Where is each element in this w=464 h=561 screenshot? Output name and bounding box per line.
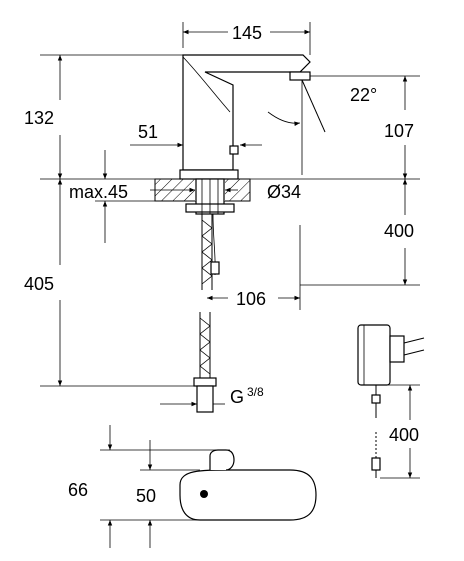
dim-hose-lower: 405: [24, 274, 54, 294]
dimension-lines: [40, 22, 420, 407]
dimension-labels: 145 132 22° 107 51 max.45 Ø34 400 405 10…: [24, 23, 414, 407]
dim-connection-fraction: 3/8: [247, 385, 264, 399]
hose-nut: [193, 377, 217, 387]
dim-total-height: 132: [24, 108, 54, 128]
dim-hose-upper: 400: [384, 221, 414, 241]
sensor-window: [289, 71, 311, 81]
dim-adapter-cable: 400: [389, 425, 419, 445]
power-adapter: 400: [357, 324, 425, 479]
dim-hose-offset: 106: [236, 289, 266, 309]
dim-base-offset: 51: [138, 122, 158, 142]
dim-plan-inner: 50: [136, 486, 156, 506]
dim-max-thickness: max.45: [69, 182, 128, 202]
plan-base: [179, 469, 317, 521]
supply-hose: [201, 214, 213, 290]
dim-spray-angle: 22°: [350, 85, 377, 105]
faucet-side-view: [40, 54, 326, 413]
dim-plan-outer: 66: [68, 480, 88, 500]
adapter-body: [357, 324, 391, 386]
dim-spout-height: 107: [384, 121, 414, 141]
dim-hole-diameter: Ø34: [267, 182, 301, 202]
dim-connection: G: [230, 387, 244, 407]
dim-spout-width: 145: [232, 23, 262, 43]
faucet-plan-view: 66 50: [68, 425, 317, 548]
